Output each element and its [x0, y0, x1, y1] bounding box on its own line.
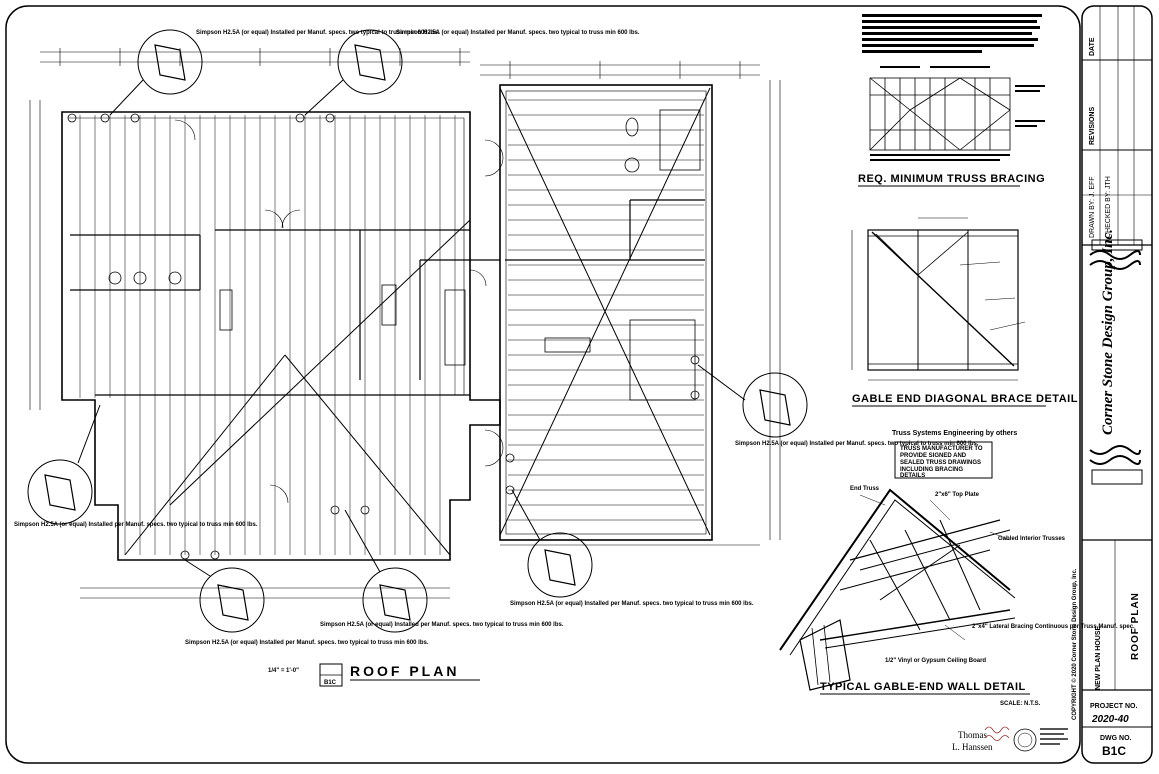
plan-scale: 1/4" = 1'-0" — [268, 668, 299, 674]
dwg-no: B1C — [1102, 744, 1126, 758]
title-block — [1082, 6, 1152, 728]
svg-text:1/2" Vinyl or Gypsum Ceiling B: 1/2" Vinyl or Gypsum Ceiling Board — [885, 658, 986, 664]
plan-sheet-ref: B1C — [324, 680, 337, 686]
engineer-seal — [1013, 728, 1037, 752]
title-block-border — [1081, 5, 1153, 764]
truss-bracing-title: REQ. MINIMUM TRUSS BRACING — [858, 173, 1045, 185]
strap-note-2: Simpson H2.5A (or equal) Installed per M… — [396, 30, 640, 36]
date-label: DATE — [1089, 37, 1096, 56]
project-no: 2020-40 — [1091, 714, 1129, 725]
svg-text:Gabled Interior Trusses: Gabled Interior Trusses — [998, 536, 1066, 542]
copyright: COPYRIGHT © 2020 Corner Stone Design Gro… — [1071, 568, 1078, 720]
gable-brace-detail — [851, 217, 1026, 381]
gable-wall-labels: End Truss 2"x6" Top Plate Gabled Interio… — [850, 486, 1135, 664]
svg-text:INCLUDING BRACING: INCLUDING BRACING — [900, 467, 963, 473]
truss-engineering-note: Truss Systems Engineering by others — [892, 430, 1017, 437]
svg-text:DETAILS: DETAILS — [900, 473, 925, 479]
gable-wall-title: TYPICAL GABLE-END WALL DETAIL — [820, 681, 1026, 693]
svg-text:End Truss: End Truss — [850, 486, 880, 492]
hurricane-strap-notes: Simpson H2.5A (or equal) Installed per M… — [14, 30, 979, 646]
signature-scribble — [984, 726, 1010, 741]
svg-text:TRUSS MANUFACTURER TO: TRUSS MANUFACTURER TO — [900, 446, 983, 452]
strap-note-6: Simpson H2.5A (or equal) Installed per M… — [510, 601, 754, 607]
strap-note-5: Simpson H2.5A (or equal) Installed per M… — [320, 622, 564, 628]
signer-last-name: L. Hanssen — [952, 742, 993, 752]
strap-note-1: Simpson H2.5A (or equal) Installed per M… — [196, 30, 440, 36]
signer-first-name: Thomas — [958, 730, 987, 740]
firm-name: Corner Stone Design Group, Inc. — [1100, 229, 1116, 435]
strap-note-4: Simpson H2.5A (or equal) Installed per M… — [185, 640, 429, 646]
svg-text:2"x4" Lateral Bracing Continuo: 2"x4" Lateral Bracing Continuous per Tru… — [972, 624, 1135, 630]
engineer-stamp: Thomas L. Hanssen — [952, 726, 1068, 752]
project-no-label: PROJECT NO. — [1090, 703, 1138, 710]
gable-wall-scale: SCALE: N.T.S. — [1000, 701, 1041, 707]
revisions-label: REVISIONS — [1089, 107, 1096, 145]
svg-text:SEALED TRUSS DRAWINGS: SEALED TRUSS DRAWINGS — [900, 460, 981, 466]
truss-bracing-detail — [862, 14, 1045, 161]
strap-note-3: Simpson H2.5A (or equal) Installed per M… — [14, 522, 258, 528]
strap-note-7: Simpson H2.5A (or equal) Installed per M… — [735, 441, 979, 447]
truss-note-lines: TRUSS MANUFACTURER TO PROVIDE SIGNED AND… — [900, 446, 983, 479]
gable-wall-detail — [779, 488, 1016, 691]
gable-brace-title: GABLE END DIAGONAL BRACE DETAIL — [852, 393, 1078, 405]
dwg-no-label: DWG NO. — [1100, 735, 1132, 742]
roof-plan-title-block: 1/4" = 1'-0" B1C ROOF PLAN — [268, 663, 480, 687]
sheet-border — [5, 5, 1081, 764]
svg-text:2"x6" Top Plate: 2"x6" Top Plate — [935, 492, 980, 498]
truss-note-box — [894, 441, 993, 479]
sheet-title: ROOF PLAN — [1130, 592, 1141, 660]
project-name: NEW PLAN HOUSE — [1095, 626, 1102, 691]
roof-plan — [27, 29, 808, 633]
checked-by: CHECKED BY: JTH — [1105, 176, 1112, 238]
plan-title: ROOF PLAN — [350, 663, 459, 679]
drawn-by: DRAWN BY: J. EFF — [1089, 176, 1096, 238]
svg-text:PROVIDE SIGNED AND: PROVIDE SIGNED AND — [900, 453, 967, 459]
